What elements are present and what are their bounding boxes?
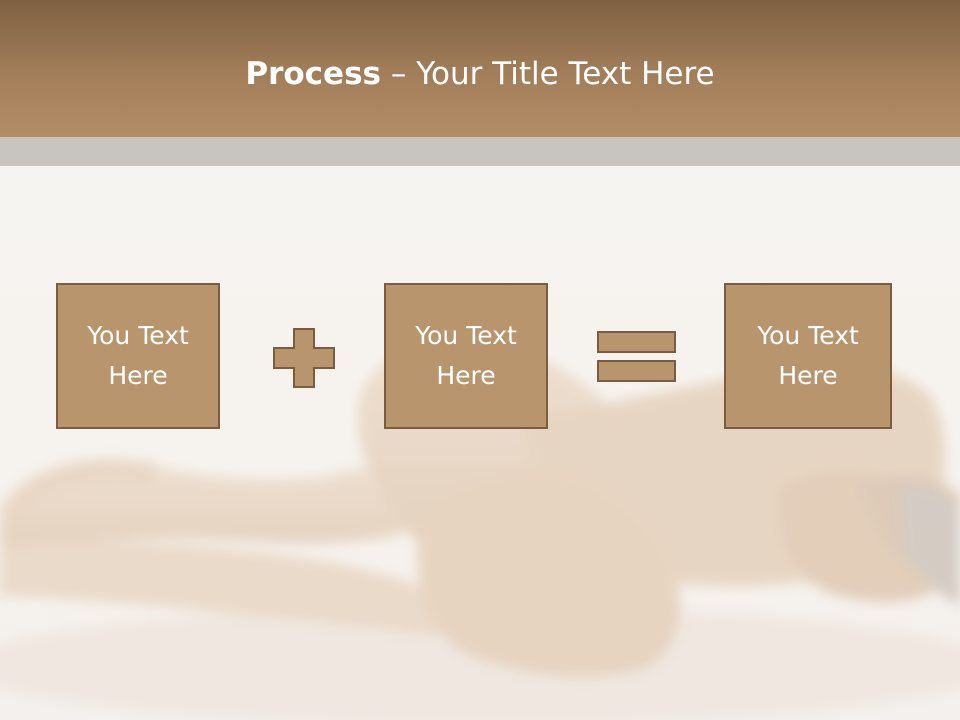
slide-title: Process – Your Title Text Here (0, 52, 960, 96)
reclining-figure (0, 342, 960, 720)
title-bar: Process – Your Title Text Here (0, 0, 960, 137)
process-result-box[interactable]: You Text Here (724, 283, 892, 429)
title-rest-part: – Your Title Text Here (381, 56, 715, 92)
process-step-2-text: You Text Here (415, 321, 517, 390)
process-result-text: You Text Here (757, 321, 859, 390)
equals-icon (597, 331, 676, 382)
background-photo (0, 342, 960, 720)
title-bold-part: Process (245, 56, 381, 92)
process-step-1-text: You Text Here (87, 321, 189, 390)
plus-icon (273, 328, 335, 388)
process-step-2-box[interactable]: You Text Here (384, 283, 548, 429)
process-step-1-box[interactable]: You Text Here (56, 283, 220, 429)
divider-band (0, 137, 960, 166)
